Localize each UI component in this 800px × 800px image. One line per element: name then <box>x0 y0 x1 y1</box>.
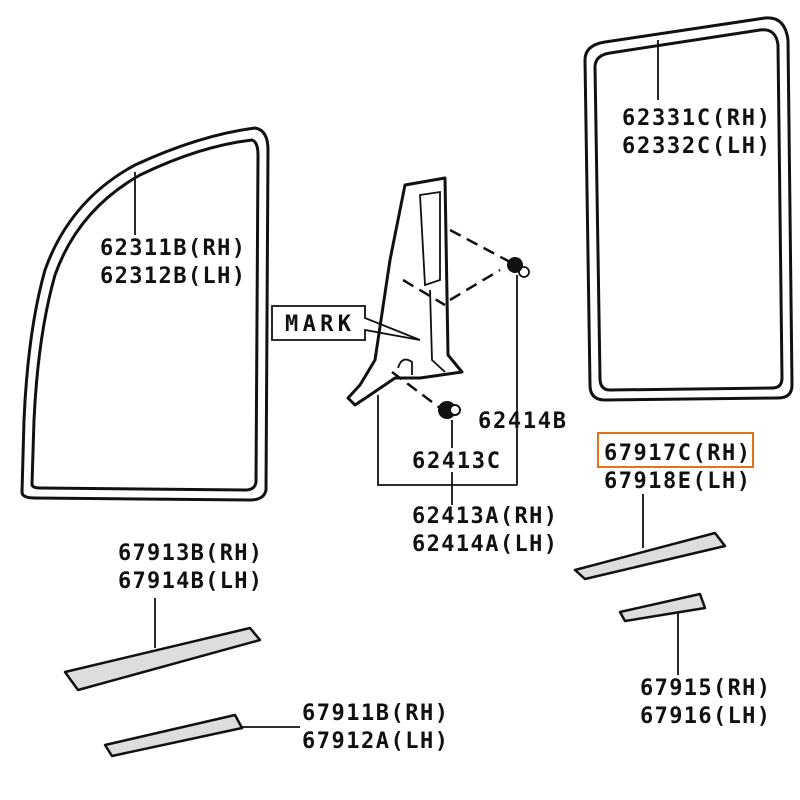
label-62414B: 62414B <box>478 409 566 434</box>
label-67918E: 67918E(LH) <box>604 469 750 494</box>
front-step-plate[interactable] <box>103 713 300 758</box>
label-62414A: 62414A(LH) <box>412 532 557 557</box>
label-62413C: 62413C <box>412 449 500 474</box>
label-67913B: 67913B(RH) <box>118 541 262 566</box>
mark-callout: MARK <box>271 305 421 341</box>
label-67917C[interactable]: 67917C(RH) <box>604 441 750 466</box>
highlight-box <box>597 432 754 468</box>
rear-door-weatherstrip[interactable] <box>583 16 794 402</box>
rear-step-plate[interactable] <box>618 592 707 675</box>
label-67915: 67915(RH) <box>640 676 770 701</box>
mark-label: MARK <box>285 312 352 337</box>
front-scuff-plate[interactable] <box>63 598 262 692</box>
label-62312B: 62312B(LH) <box>100 264 245 289</box>
label-67911B: 67911B(RH) <box>302 701 448 726</box>
label-62332C: 62332C(LH) <box>622 134 770 159</box>
label-62331C: 62331C(RH) <box>622 106 770 131</box>
label-67912A: 67912A(LH) <box>302 729 448 754</box>
label-67914B: 67914B(LH) <box>118 569 262 594</box>
rear-scuff-plate[interactable] <box>573 494 727 581</box>
front-door-weatherstrip[interactable] <box>20 126 270 502</box>
clip-lower[interactable] <box>438 401 461 419</box>
center-pillar-garnish[interactable] <box>346 176 464 407</box>
label-67916: 67916(LH) <box>640 704 770 729</box>
label-62413A: 62413A(RH) <box>412 504 557 529</box>
label-62311B: 62311B(RH) <box>100 236 245 261</box>
clip-upper[interactable] <box>507 257 530 278</box>
